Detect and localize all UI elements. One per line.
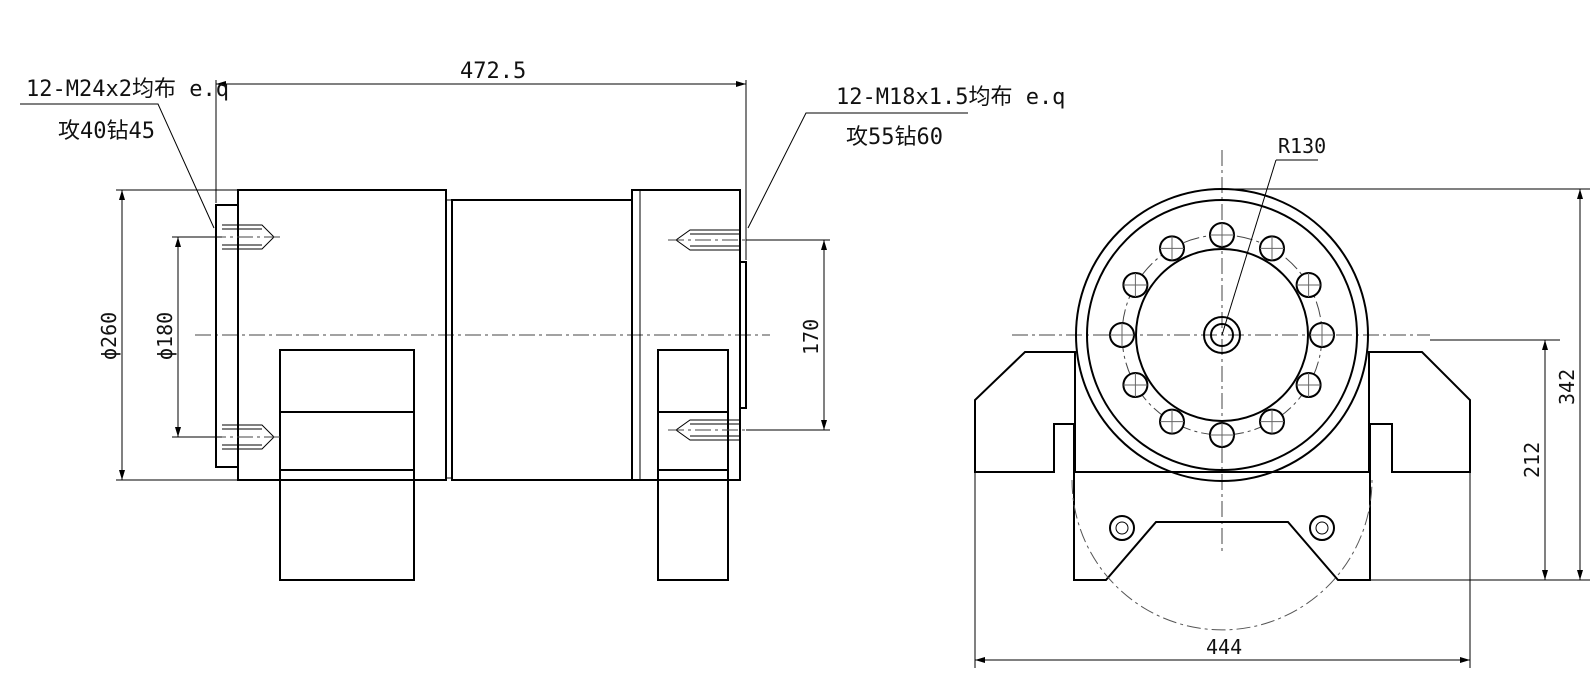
right-foot [657,349,729,581]
front-view [974,150,1590,668]
central-body [451,199,633,481]
bolt-hole [1159,408,1185,435]
mounting-hole-left [1109,515,1135,541]
bolt-hole [1309,322,1335,348]
dim-radius-label: R130 [1278,134,1326,158]
bolt-holes [1109,222,1335,448]
thread-note-left-line2: 攻40钻45 [58,119,155,144]
thread-note-left-line1: 12-M24x2均布 e.q [26,77,229,102]
mounting-hole-right [1309,515,1335,541]
leader-right [747,112,968,229]
dim-width-label: 444 [1206,635,1242,659]
dim-width [974,400,1471,668]
right-tapped-holes [668,229,752,441]
dim-length [215,80,747,260]
dim-height-total-label: 342 [1555,369,1579,405]
left-tapped-holes [210,224,282,450]
flange-circle [1086,199,1358,471]
dim-height-total [1222,188,1590,581]
bolt-hole [1122,272,1149,298]
bolt-hole [1259,408,1285,435]
leader-left [20,103,215,229]
dim-height-axis-label: 212 [1520,442,1544,478]
bolt-hole [1295,372,1322,398]
hub-inner [1210,323,1234,347]
hidden-arc [1071,479,1373,631]
left-foot [279,349,415,581]
side-view [20,80,968,581]
dim-length-label: 472.5 [460,59,526,84]
bolt-hole [1259,235,1285,262]
dim-bolt-span-label: 170 [799,319,823,355]
bolt-hole [1159,235,1185,262]
dim-inner-dia-label: ϕ180 [153,312,177,360]
dim-height-axis [1430,339,1560,580]
thread-note-right-line2: 攻55钻60 [846,125,943,150]
bolt-hole [1122,372,1149,398]
dim-inner-dia [172,236,222,438]
thread-note-right-line1: 12-M18x1.5均布 e.q [836,85,1065,110]
bolt-hole [1295,272,1322,298]
bolt-hole [1109,322,1135,348]
dim-bolt-span [746,239,830,431]
right-shaft-stub [739,261,747,409]
dim-outer-dia-label: ϕ260 [97,312,121,360]
bolt-hole [1209,422,1235,448]
dim-outer-dia [116,189,238,481]
left-flange [215,204,239,468]
bolt-hole [1209,222,1235,248]
hub-outer [1203,316,1241,354]
inner-circle [1135,248,1309,422]
